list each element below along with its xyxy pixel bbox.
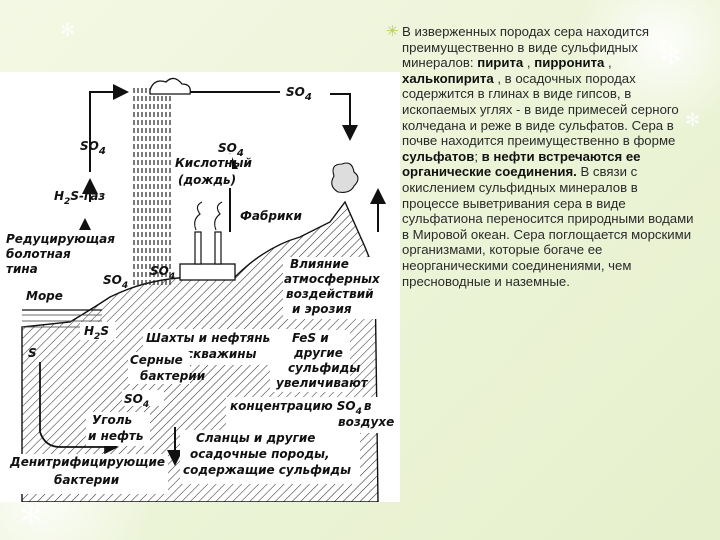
- so4-mid-label: SO: [218, 141, 237, 155]
- sea-label: Море: [26, 289, 63, 303]
- svg-text:H2S-газ: H2S-газ: [54, 189, 105, 207]
- so4-swamp-label: SO: [103, 273, 122, 287]
- svg-text:H2S: H2S: [84, 324, 109, 342]
- so4-deep-label: SO: [124, 392, 143, 406]
- concentration-suffix: в: [364, 399, 372, 413]
- shale-label-1: Сланцы и другие: [196, 431, 315, 445]
- h2s-water-subscript: 2: [94, 332, 100, 342]
- atmo-label-3: воздействий: [286, 287, 374, 301]
- volcano-smoke: [331, 162, 359, 193]
- svg-text:SO4: SO4: [103, 273, 128, 291]
- svg-text:SO4: SO4: [150, 264, 175, 282]
- cloud-icon: [149, 77, 191, 95]
- acid-rain-label-1: Кислотный: [175, 156, 252, 170]
- subscript-four: 4: [142, 400, 149, 410]
- reducing-mud-label-1: Редуцирующая: [6, 232, 115, 246]
- so4-left-label: SO: [80, 139, 99, 153]
- description-text: В изверженных породах сера находится пре…: [402, 24, 694, 289]
- mines-label-1: Шахты и нефтяные: [146, 331, 282, 345]
- coal-label-2: и нефть: [88, 429, 143, 443]
- sparkle-icon: ✻: [20, 500, 42, 530]
- sparkle-icon: ✻: [685, 110, 701, 130]
- h2s-gas-subscript: 2: [64, 197, 70, 207]
- subscript-four: 4: [98, 146, 106, 157]
- factories-label: Фабрики: [240, 209, 303, 223]
- denitrifying-label-1: Денитрифицирующие: [9, 455, 165, 469]
- acid-rain-label-2: (дождь): [178, 173, 236, 187]
- concentration-label: концентрацию SO: [230, 399, 356, 413]
- subscript-four: 4: [236, 148, 244, 159]
- so4-top-label: SO: [286, 85, 305, 99]
- atmo-label-1: Влияние: [290, 257, 349, 271]
- fes-label-1: FeS и: [292, 331, 329, 345]
- sulfur-bacteria-label-2: бактерии: [140, 369, 206, 383]
- bullet-icon: ✳: [386, 23, 399, 40]
- coal-label-1: Уголь: [92, 413, 132, 427]
- h2s-water-label-a: H: [84, 324, 94, 338]
- sulfur-s-label: S: [28, 346, 37, 360]
- svg-text:SO4: SO4: [124, 392, 149, 410]
- svg-text:SO4: SO4: [80, 139, 106, 157]
- factory-building: [179, 263, 236, 281]
- sulfur-cycle-diagram: SO4 SO4 SO4 Кислотный (дождь) H2S-газ Фа…: [0, 72, 400, 502]
- subscript-four: 4: [355, 407, 362, 417]
- atmo-label-4: и эрозия: [292, 302, 352, 316]
- air-label: воздухе: [338, 415, 394, 429]
- reducing-mud-label-3: тина: [6, 262, 38, 276]
- atmo-label-2: атмосферных: [284, 272, 381, 286]
- reducing-mud-label-2: болотная: [6, 247, 71, 261]
- so4-plant-label: SO: [150, 264, 169, 278]
- subscript-four: 4: [121, 281, 128, 291]
- h2s-gas-label-a: H: [54, 189, 64, 203]
- shale-label-3: содержащие сульфиды: [183, 463, 351, 477]
- denitrifying-label-2: бактерии: [54, 473, 120, 487]
- sparkle-icon: ✻: [660, 40, 682, 70]
- svg-text:SO4: SO4: [218, 141, 244, 159]
- fes-label-4: увеличивают: [276, 376, 369, 390]
- acid-rain: [133, 87, 173, 287]
- svg-text:SO4: SO4: [286, 85, 312, 103]
- fes-label-3: сульфиды: [288, 361, 360, 375]
- fes-label-2: другие: [293, 346, 343, 360]
- mines-label-2: скважины: [186, 347, 257, 361]
- h2s-gas-label-b: S-газ: [70, 189, 105, 203]
- shale-label-2: осадочные породы,: [190, 447, 330, 461]
- subscript-four: 4: [168, 272, 175, 282]
- sulfur-bacteria-label-1: Серные: [130, 353, 183, 367]
- sparkle-icon: ✻: [60, 20, 76, 40]
- h2s-water-label-b: S: [100, 324, 109, 338]
- subscript-four: 4: [304, 92, 312, 103]
